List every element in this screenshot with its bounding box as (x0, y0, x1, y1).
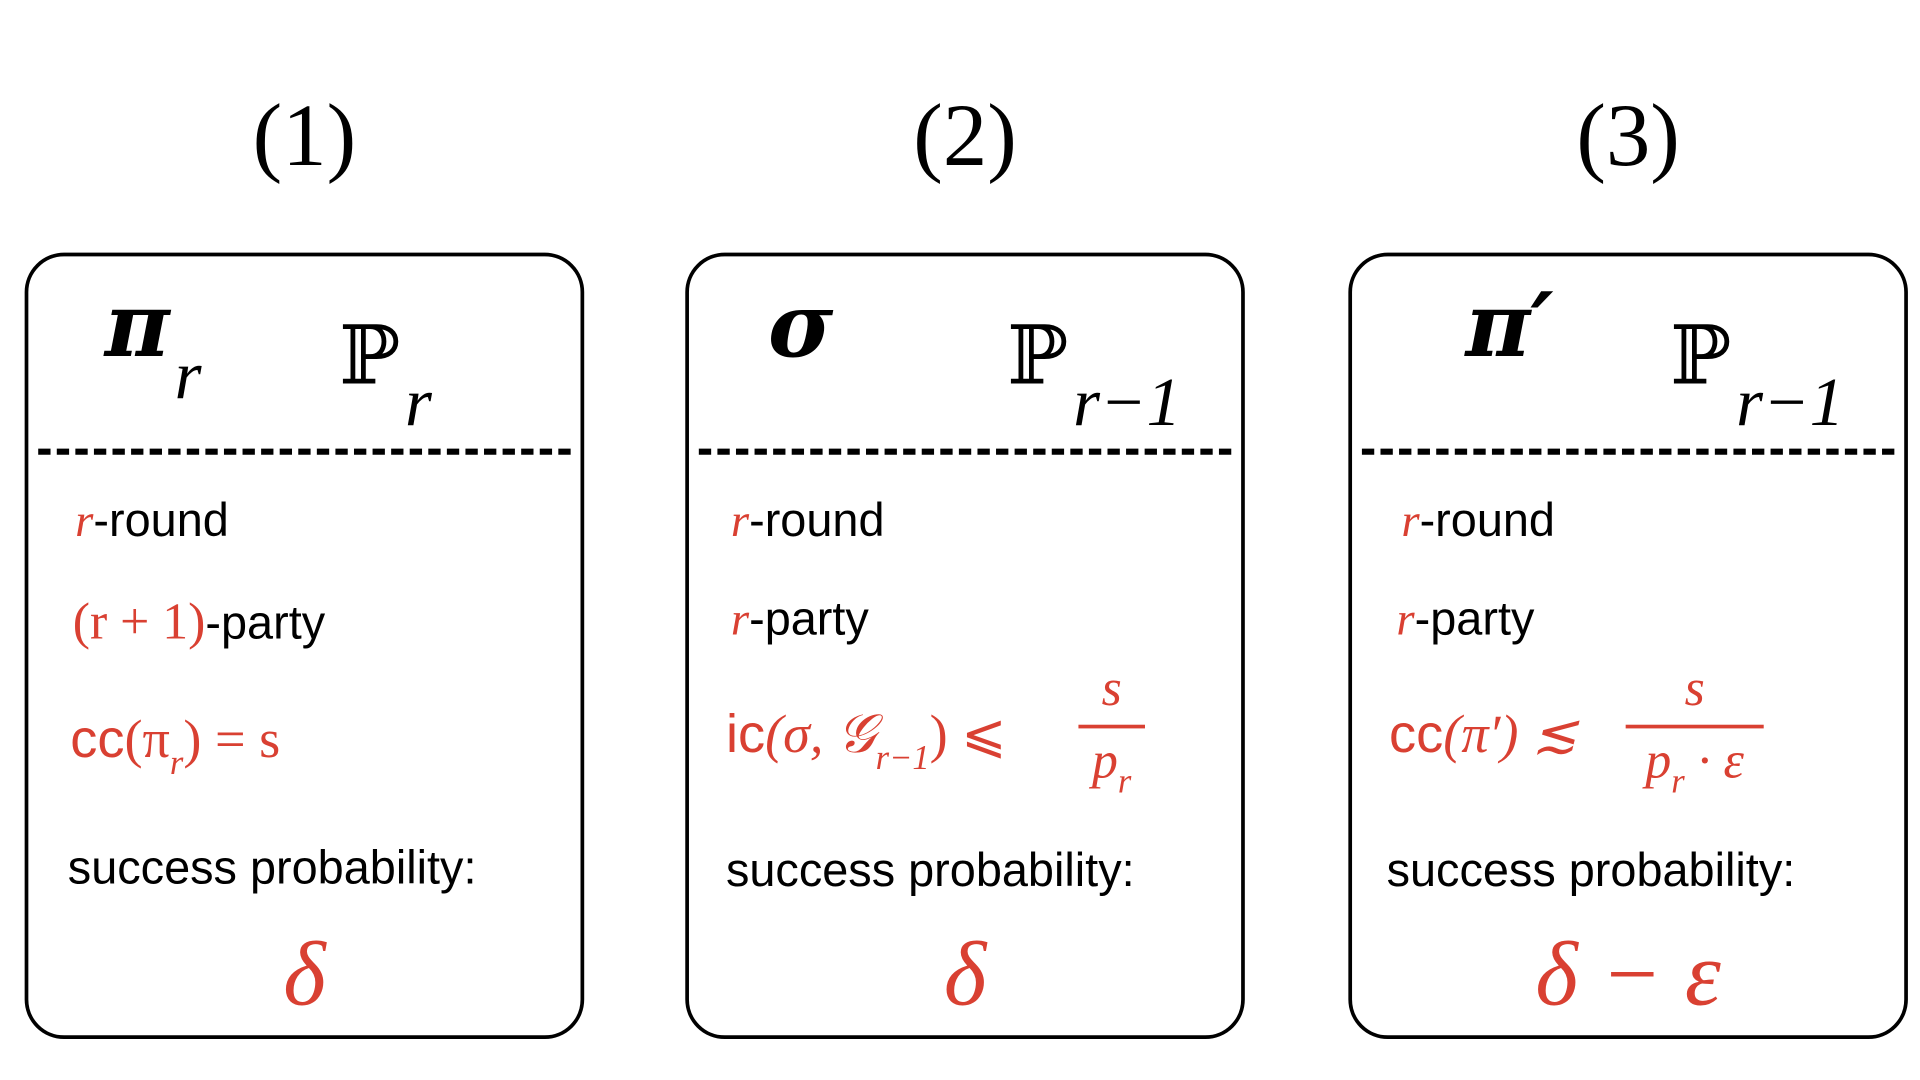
parties-text: -party (205, 597, 326, 650)
success-value: δ − ε (1535, 924, 1721, 1026)
cost-rest: ) ⩽ (929, 703, 1007, 765)
cost-fraction: s pr · ε (1625, 660, 1764, 799)
denominator-rest: · ε (1684, 733, 1744, 791)
rounds-var: r (1401, 495, 1420, 548)
protocol-symbol: σ (768, 280, 833, 370)
heading-3: (3) (1576, 86, 1680, 185)
dashed-divider (38, 448, 571, 455)
parties-text: -party (749, 594, 869, 646)
rounds-var: r (730, 495, 750, 548)
rounds-text: -round (93, 495, 229, 548)
rounds-text: -round (749, 495, 885, 548)
fraction-denominator: pr (1078, 733, 1145, 799)
parties-text: -party (1414, 594, 1535, 646)
distribution-symbol: ℙr−1 (1007, 315, 1181, 438)
distribution-name: ℙ (338, 308, 401, 404)
fraction-bar (1078, 724, 1145, 729)
denominator-subscript: r (1671, 762, 1685, 802)
success-label: success probability: (1386, 845, 1796, 898)
denominator-subscript: r (1117, 762, 1132, 802)
heading-1: (1) (252, 86, 357, 185)
parties-var: r (1396, 594, 1415, 646)
protocol-name: π′ (1465, 272, 1554, 378)
parties-var: r (730, 594, 750, 646)
distribution-subscript: r−1 (1073, 364, 1182, 442)
cost-formula: cc(π′) ≲ (1389, 707, 1577, 761)
protocol-symbol: π′ (1465, 280, 1553, 370)
denominator-var: p (1645, 733, 1672, 791)
cost-formula: cc(πr) = s (70, 708, 281, 781)
success-value: δ (283, 924, 326, 1026)
cost-open: (π (124, 708, 170, 770)
protocol-name: σ (767, 272, 834, 378)
rounds-line: r-round (75, 498, 229, 545)
rounds-var: r (75, 495, 94, 548)
fraction-denominator: pr · ε (1626, 733, 1764, 799)
fraction-numerator: s (1684, 660, 1705, 718)
distribution-name: ℙ (1670, 308, 1732, 404)
card-1: πr ℙr r-round (r + 1)-party cc(πr) = s s… (24, 252, 585, 1039)
rounds-text: -round (1419, 495, 1555, 548)
cost-fn: ic (725, 703, 766, 765)
distribution-symbol: ℙr−1 (1670, 315, 1844, 438)
cost-fn: cc (70, 708, 125, 770)
parties-line: r-party (1396, 597, 1534, 644)
dashed-divider (1361, 448, 1895, 455)
parties-var: (r + 1) (72, 594, 206, 651)
cost-subscript: r−1 (875, 739, 930, 778)
distribution-subscript: r−1 (1736, 364, 1845, 442)
distribution-symbol: ℙr (339, 315, 432, 438)
cost-fn: cc (1389, 703, 1444, 765)
protocol-name: π (104, 272, 170, 378)
cost-rest: ) = s (183, 708, 281, 770)
card-3: π′ ℙr−1 r-round r-party cc(π′) ≲ s pr · … (1348, 252, 1908, 1039)
success-label: success probability: (67, 843, 477, 895)
parties-line: (r + 1)-party (73, 597, 325, 649)
protocol-symbol: πr (105, 280, 202, 410)
protocol-subscript: r (174, 337, 202, 415)
fraction-bar (1625, 724, 1764, 729)
rounds-line: r-round (1401, 498, 1555, 545)
success-value: δ (943, 924, 987, 1026)
denominator-var: p (1092, 733, 1118, 791)
heading-2: (2) (913, 86, 1017, 185)
parties-line: r-party (731, 597, 869, 644)
success-label: success probability: (725, 845, 1135, 898)
distribution-subscript: r (405, 364, 432, 442)
fraction-numerator: s (1101, 660, 1122, 718)
cost-open: (π′) ≲ (1443, 703, 1578, 765)
cost-fraction: s pr (1078, 660, 1145, 799)
dashed-divider (698, 448, 1232, 455)
cost-open: (σ, 𝒢 (765, 703, 876, 765)
distribution-name: ℙ (1006, 308, 1069, 404)
card-2: σ ℙr−1 r-round r-party ic(σ, 𝒢r−1) ⩽ s p… (685, 252, 1245, 1039)
cost-subscript: r (169, 744, 184, 783)
rounds-line: r-round (731, 498, 885, 545)
cost-formula: ic(σ, 𝒢r−1) ⩽ (725, 703, 1007, 776)
